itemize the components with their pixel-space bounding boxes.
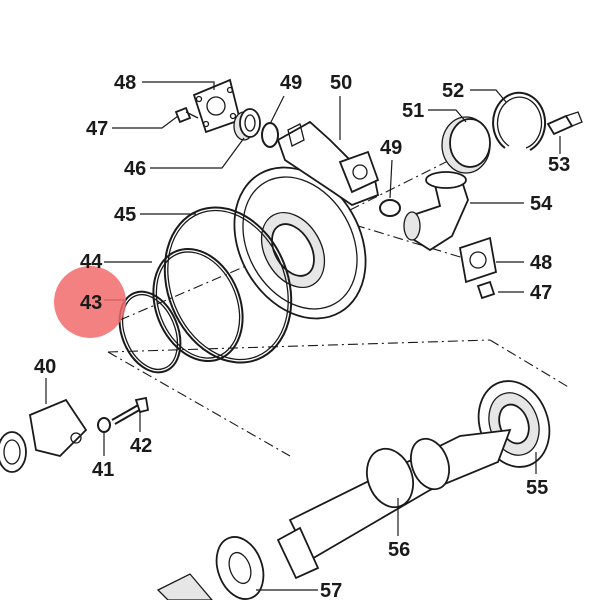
label-48-lower: 48 <box>530 252 552 274</box>
part-47-lower-bolt <box>476 280 496 300</box>
label-46: 46 <box>124 158 146 180</box>
label-57: 57 <box>320 580 342 600</box>
part-50-pump-housing <box>233 120 380 320</box>
part-49-top-oring <box>261 122 279 148</box>
part-57-washer <box>156 536 265 600</box>
part-51-seal <box>441 116 491 174</box>
part-40-bracket <box>0 398 88 473</box>
part-52-snap-ring <box>492 91 547 151</box>
part-49-lower-oring <box>379 199 401 217</box>
label-56: 56 <box>388 539 410 561</box>
part-47-top-bolt <box>174 106 199 124</box>
label-47-lower: 47 <box>530 282 552 304</box>
part-43-small-oring <box>118 290 182 374</box>
part-41-washer <box>97 417 111 433</box>
part-42-bolt <box>111 396 150 425</box>
label-51: 51 <box>402 100 424 122</box>
part-48-top-gasket <box>192 78 242 134</box>
label-53: 53 <box>548 154 570 176</box>
part-54-elbow <box>403 171 469 252</box>
label-52: 52 <box>442 80 464 102</box>
part-53-bolt <box>546 111 583 136</box>
part-labels: 48 49 50 47 46 51 52 49 53 45 54 44 48 4… <box>34 72 570 600</box>
label-45: 45 <box>114 204 136 226</box>
part-56-shaft <box>276 428 512 580</box>
label-42: 42 <box>130 435 152 457</box>
label-49-lower: 49 <box>380 137 402 159</box>
label-55: 55 <box>526 477 548 499</box>
highlight-marker <box>54 266 126 338</box>
label-40: 40 <box>34 356 56 378</box>
part-48-lower-gasket <box>458 236 498 284</box>
label-43: 43 <box>80 292 102 314</box>
part-44-ring <box>152 247 244 363</box>
label-48-top: 48 <box>114 72 136 94</box>
label-49-top: 49 <box>280 72 302 94</box>
label-50: 50 <box>330 72 352 94</box>
assembly-centerlines <box>107 149 571 457</box>
part-45-large-oring <box>163 206 293 364</box>
label-54: 54 <box>530 193 553 215</box>
part-46-bushing <box>233 108 261 141</box>
leader-lines <box>45 81 561 591</box>
label-41: 41 <box>92 459 114 481</box>
label-44: 44 <box>80 251 103 273</box>
label-47-top: 47 <box>86 118 108 140</box>
